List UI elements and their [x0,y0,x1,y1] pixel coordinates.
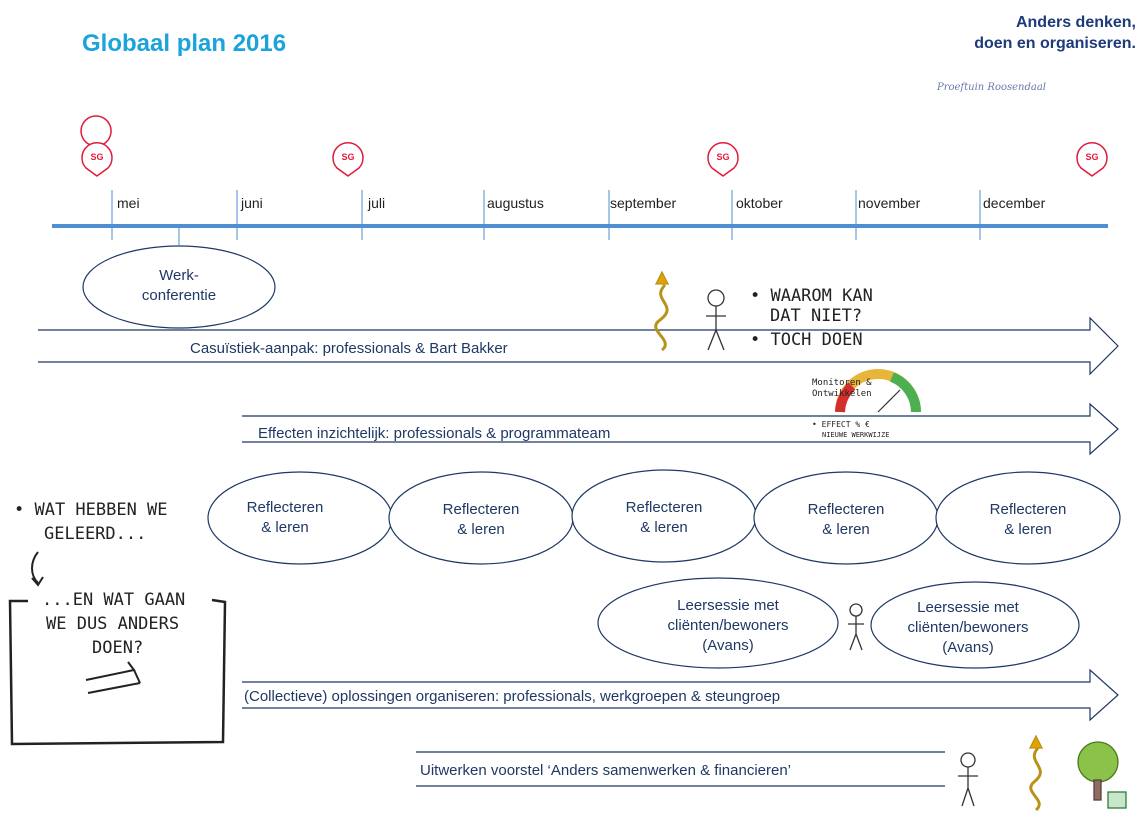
note-meter-2: Ontwikkelen [812,389,872,399]
leersessie-label: Leersessie met cliënten/bewoners (Avans) [907,599,1029,656]
month-label: juli [368,195,386,211]
note-waarom-2: DAT NIET? [770,306,863,326]
leersessie-label: Leersessie met cliënten/bewoners (Avans) [667,597,789,654]
reflect-label: Reflecteren& leren [807,501,885,538]
milestone-pins [81,142,1108,177]
brand-line-2: doen en organiseren. [974,35,1136,52]
reflect-label: Reflecteren& leren [442,501,520,538]
note-box [8,598,227,746]
note-wat-1: • WAT HEBBEN WE [14,500,168,520]
brand-logo: Anders denken, doen en organiseren. [974,12,1136,54]
werkconferentie-ellipse [82,245,276,329]
month-label: oktober [736,195,783,211]
track-effecten: Effecten inzichtelijk: professionals & p… [258,425,611,442]
milestone-label: SG [716,152,730,162]
milestone-pin-4 [1076,142,1108,177]
milestone-label: SG [341,152,355,162]
milestone-pin [80,115,112,147]
leersessie-ellipse-2 [870,581,1080,669]
note-meter-3: • EFFECT % € [812,420,870,429]
reflect-label: Reflecteren& leren [246,499,324,536]
brand-signature: Proeftuin Roosendaal [936,82,1046,93]
milestone-pin-3 [707,142,739,177]
sketch-figure-small [848,603,864,651]
effecten-arrow [242,402,1119,456]
note-meter-4: NIEUWE WERKWIJZE [822,431,890,439]
reflect-label: Reflecteren& leren [625,499,703,536]
reflect-label: Reflecteren& leren [989,501,1067,538]
track-oplossingen: (Collectieve) oplossingen organiseren: p… [244,688,781,705]
note-wat-2: GELEERD... [44,524,147,544]
oplossingen-arrow [242,668,1119,722]
werkconferentie-label: Werk- conferentie [141,267,217,304]
month-label: december [983,195,1046,211]
note-en-1: ...EN WAT GAAN [42,590,186,610]
milestone-label: SG [1085,152,1099,162]
sketch-bottom-figures [958,734,1127,812]
track-casuistiek: Casuïstiek-aanpak: professionals & Bart … [190,340,508,357]
month-label: november [858,195,921,211]
page-title: Globaal plan 2016 [82,30,287,57]
milestone-pin-2 [332,142,364,177]
note-waarom-1: • WAAROM KAN [750,286,873,306]
note-arrow-sketch [85,661,141,694]
milestone-pin-1 [81,142,113,177]
month-label: mei [117,195,140,211]
casuistiek-arrow [38,316,1119,376]
note-toch: • TOCH DOEN [750,330,863,350]
month-label: augustus [487,195,544,211]
leersessie-ellipse-1 [597,577,839,669]
brand-line-1: Anders denken, [1015,14,1136,31]
note-meter-1: Monitoren & [812,378,872,388]
sketch-figure-strong [654,270,726,352]
track-uitwerken: Uitwerken voorstel ‘Anders samenwerken &… [420,762,792,779]
note-curved-arrow [31,551,39,584]
reflect-ellipse-5 [935,471,1121,565]
milestone-label: SG [90,152,104,162]
month-label: juni [241,195,263,211]
note-en-2: WE DUS ANDERS [46,614,180,634]
monitor-meter-sketch [835,369,921,413]
note-en-3: DOEN? [92,638,144,658]
month-label: september [610,195,677,211]
